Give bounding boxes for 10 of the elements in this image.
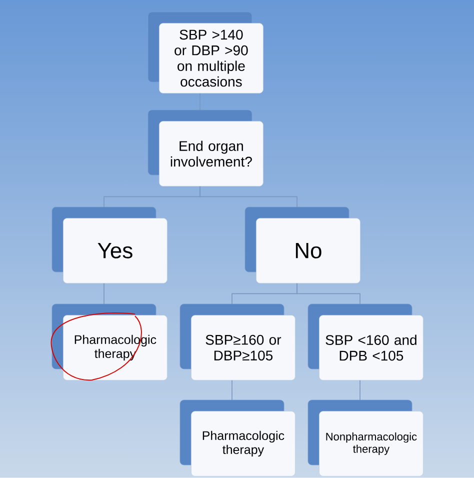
- flowchart-box: Pharmacologic therapy: [180, 400, 296, 476]
- connector: [296, 283, 360, 304]
- flowchart-box: End organ involvement?: [148, 110, 264, 186]
- connector: [200, 186, 298, 208]
- flowchart-box: Nonpharmacologic therapy: [308, 400, 424, 476]
- flowchart-box: No: [244, 206, 360, 284]
- flowchart-box: Yes: [52, 206, 168, 284]
- flowchart-box: SBP≥160 or DBP≥105: [180, 304, 296, 380]
- flowchart-box: SBP >140 or DBP >90 on multiple occasions: [148, 12, 264, 94]
- flowchart-box: SBP <160 and DPB <105: [308, 304, 424, 380]
